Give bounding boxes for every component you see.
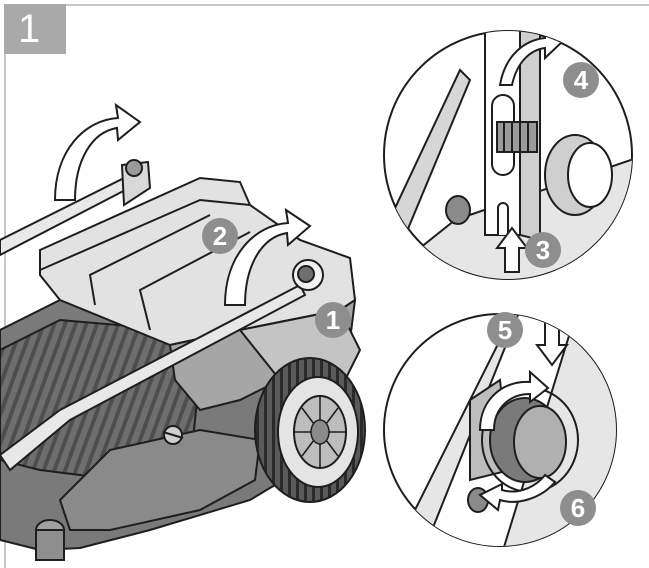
callout-4: 4: [563, 62, 599, 98]
callout-3: 3: [525, 232, 561, 268]
callout-2: 2: [202, 218, 238, 254]
callout-5: 5: [487, 312, 523, 348]
step-number-badge: 1: [4, 4, 66, 54]
callout-1: 1: [315, 302, 351, 338]
rotate-arrow-icon: [478, 473, 557, 512]
callout-6: 6: [560, 490, 596, 526]
rotate-arrow-icon: [53, 102, 142, 201]
rotate-arrow-icon: [223, 207, 312, 306]
frame-top-border: [4, 4, 649, 6]
rotate-arrow-icon: [478, 369, 550, 431]
up-arrow-icon: [495, 226, 529, 273]
frame-left-border: [4, 4, 6, 568]
knob-icon: [544, 134, 613, 216]
